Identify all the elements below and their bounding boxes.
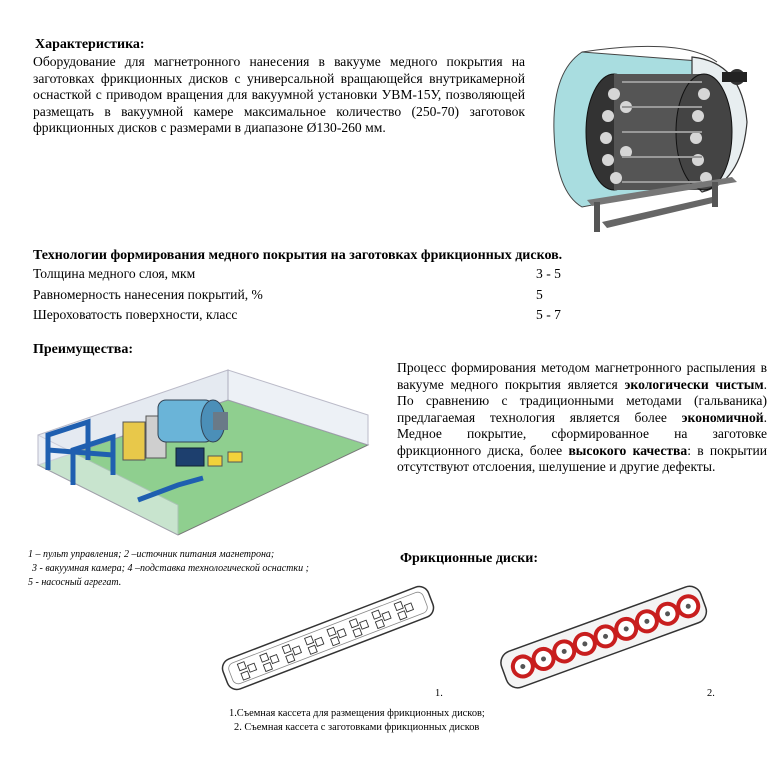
cassette-number-2: 2. bbox=[707, 688, 715, 699]
loaded-cassette-image bbox=[500, 585, 708, 689]
advantages-text-part: Процесс формирования методом магнетронно… bbox=[397, 360, 767, 392]
advantages-text-part: . Медное покрытие, сформированное на заг… bbox=[397, 409, 767, 458]
technology-row-label: Шероховатость поверхности, класс bbox=[33, 307, 238, 322]
technology-row-value: 3 - 5 bbox=[536, 266, 561, 281]
empty-cassette-image bbox=[221, 585, 435, 691]
advantages-bold: экологически чистым bbox=[624, 376, 764, 392]
advantages-bold: высокого качества bbox=[568, 442, 688, 458]
advantages-text: Процесс формирования методом магнетронно… bbox=[397, 360, 767, 476]
discs-caption-line: 2. Съемная кассета с заготовками фрикцио… bbox=[234, 722, 480, 733]
cassette-number-1: 1. bbox=[435, 688, 443, 699]
technology-heading: Технологии формирования медного покрытия… bbox=[33, 248, 563, 263]
characteristics-text: Оборудование для магнетронного нанесения… bbox=[33, 54, 525, 135]
technology-row-value: 5 - 7 bbox=[536, 307, 561, 322]
technology-row-label: Равномерность нанесения покрытий, % bbox=[33, 287, 263, 302]
advantages-text-part: : в покрытии отсутствуют отслоения, шелу… bbox=[397, 442, 768, 475]
advantages-text-part: . По сравнению с традиционными методами … bbox=[397, 376, 767, 425]
characteristics-heading: Характеристика: bbox=[35, 37, 145, 52]
advantages-heading: Преимущества: bbox=[33, 342, 134, 357]
discs-caption-line: 1.Съемная кассета для размещения фрикцио… bbox=[229, 708, 485, 719]
advantages-bold: экономичной bbox=[681, 409, 764, 425]
vacuum-chamber-image bbox=[553, 45, 748, 232]
layout-caption-line: 3 - вакуумная камера; 4 –подставка техно… bbox=[32, 563, 309, 574]
technology-row-value: 5 bbox=[536, 287, 543, 302]
discs-heading: Фрикционные диски: bbox=[400, 551, 539, 566]
layout-caption-line: 1 – пульт управления; 2 –источник питани… bbox=[28, 549, 275, 560]
technology-row-label: Толщина медного слоя, мкм bbox=[33, 266, 196, 281]
lab-layout-image bbox=[36, 369, 370, 536]
layout-caption-line: 5 - насосный агрегат. bbox=[28, 577, 122, 588]
